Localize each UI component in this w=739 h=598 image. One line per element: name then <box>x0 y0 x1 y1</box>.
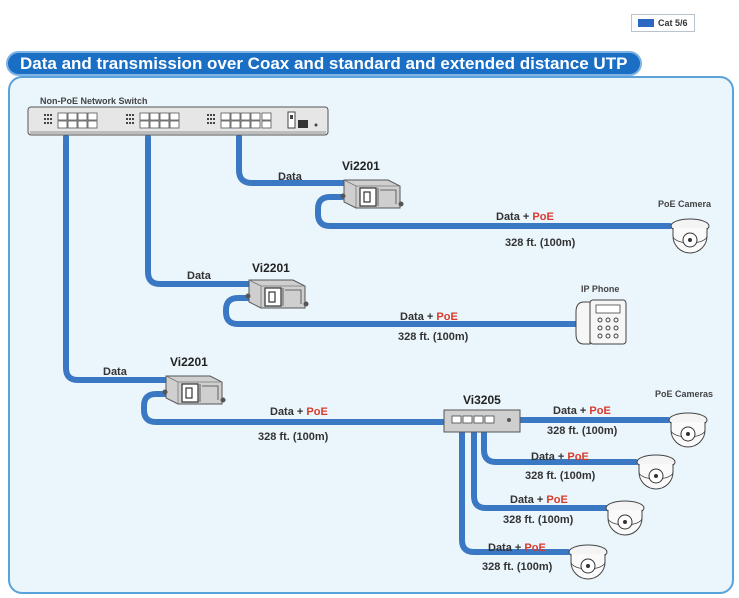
poe-text: PoE <box>524 542 545 554</box>
legend-swatch <box>638 19 654 27</box>
vi2201-top-device <box>339 179 405 209</box>
cable-switch-to-vi2201-low <box>63 134 171 383</box>
vi2201-low-label: Vi2201 <box>170 355 208 369</box>
data-poe-label-camera-4: Data + PoE <box>488 542 546 554</box>
data-label-low: Data <box>103 366 128 378</box>
vi3205-device <box>443 409 521 433</box>
data-poe-label-camera-1: Data + PoE <box>553 405 611 417</box>
poe-text: PoE <box>589 405 610 417</box>
cable-vi2201-mid-to-phone <box>223 295 583 327</box>
vi3205-label: Vi3205 <box>463 393 501 407</box>
data-poe-label-camera-2: Data + PoE <box>531 451 589 463</box>
distance-label-camera-1: 328 ft. (100m) <box>547 425 618 437</box>
poe-camera-label: PoE Camera <box>658 199 712 209</box>
vi2201-mid-label: Vi2201 <box>252 261 290 275</box>
distance-label-camera-4: 328 ft. (100m) <box>482 561 553 573</box>
vi2201-top-label: Vi2201 <box>342 159 380 173</box>
poe-text: PoE <box>532 211 553 223</box>
cable-vi2201-top-to-camera <box>315 194 673 229</box>
poe-text: PoE <box>567 451 588 463</box>
cable-switch-to-vi2201-mid <box>145 134 255 287</box>
data-plus-text: Data + <box>531 451 567 463</box>
poe-camera-1-icon <box>668 412 708 448</box>
legend-label: Cat 5/6 <box>658 18 688 28</box>
poe-text: PoE <box>436 311 457 323</box>
data-plus-text: Data + <box>510 494 546 506</box>
data-poe-label-vi3205: Data + PoE <box>270 406 328 418</box>
vi2201-low-device <box>161 375 227 405</box>
data-label-mid: Data <box>187 270 212 282</box>
ip-phone-label: IP Phone <box>581 284 619 294</box>
distance-label-vi3205: 328 ft. (100m) <box>258 431 329 443</box>
diagram-title: Data and transmission over Coax and stan… <box>6 51 642 76</box>
poe-camera-3-icon <box>605 500 645 536</box>
data-label-top: Data <box>278 171 303 183</box>
ip-phone-icon <box>575 299 627 345</box>
cable-vi2201-low-to-vi3205 <box>141 391 447 425</box>
cable-vi3205-to-camera-2 <box>481 427 639 465</box>
distance-label-camera-3: 328 ft. (100m) <box>503 514 574 526</box>
poe-camera-icon <box>670 218 710 254</box>
legend: Cat 5/6 <box>631 14 695 32</box>
distance-label-camera: 328 ft. (100m) <box>505 237 576 249</box>
poe-cameras-label: PoE Cameras <box>655 389 713 399</box>
switch-label: Non-PoE Network Switch <box>40 96 148 106</box>
data-poe-label-camera: Data + PoE <box>496 211 554 223</box>
data-poe-label-phone: Data + PoE <box>400 311 458 323</box>
poe-camera-4-icon <box>568 544 608 580</box>
network-switch <box>27 106 329 136</box>
distance-label-phone: 328 ft. (100m) <box>398 331 469 343</box>
data-poe-label-camera-3: Data + PoE <box>510 494 568 506</box>
distance-label-camera-2: 328 ft. (100m) <box>525 470 596 482</box>
data-plus-text: Data + <box>496 211 532 223</box>
poe-text: PoE <box>306 406 327 418</box>
vi2201-mid-device <box>244 279 310 309</box>
data-plus-text: Data + <box>488 542 524 554</box>
data-plus-text: Data + <box>270 406 306 418</box>
poe-text: PoE <box>546 494 567 506</box>
data-plus-text: Data + <box>400 311 436 323</box>
cable-vi3205-to-camera-3 <box>471 427 609 511</box>
cable-switch-to-vi2201-top <box>236 134 348 186</box>
poe-camera-2-icon <box>636 454 676 490</box>
cable-vi3205-to-camera-4 <box>459 427 571 555</box>
data-plus-text: Data + <box>553 405 589 417</box>
